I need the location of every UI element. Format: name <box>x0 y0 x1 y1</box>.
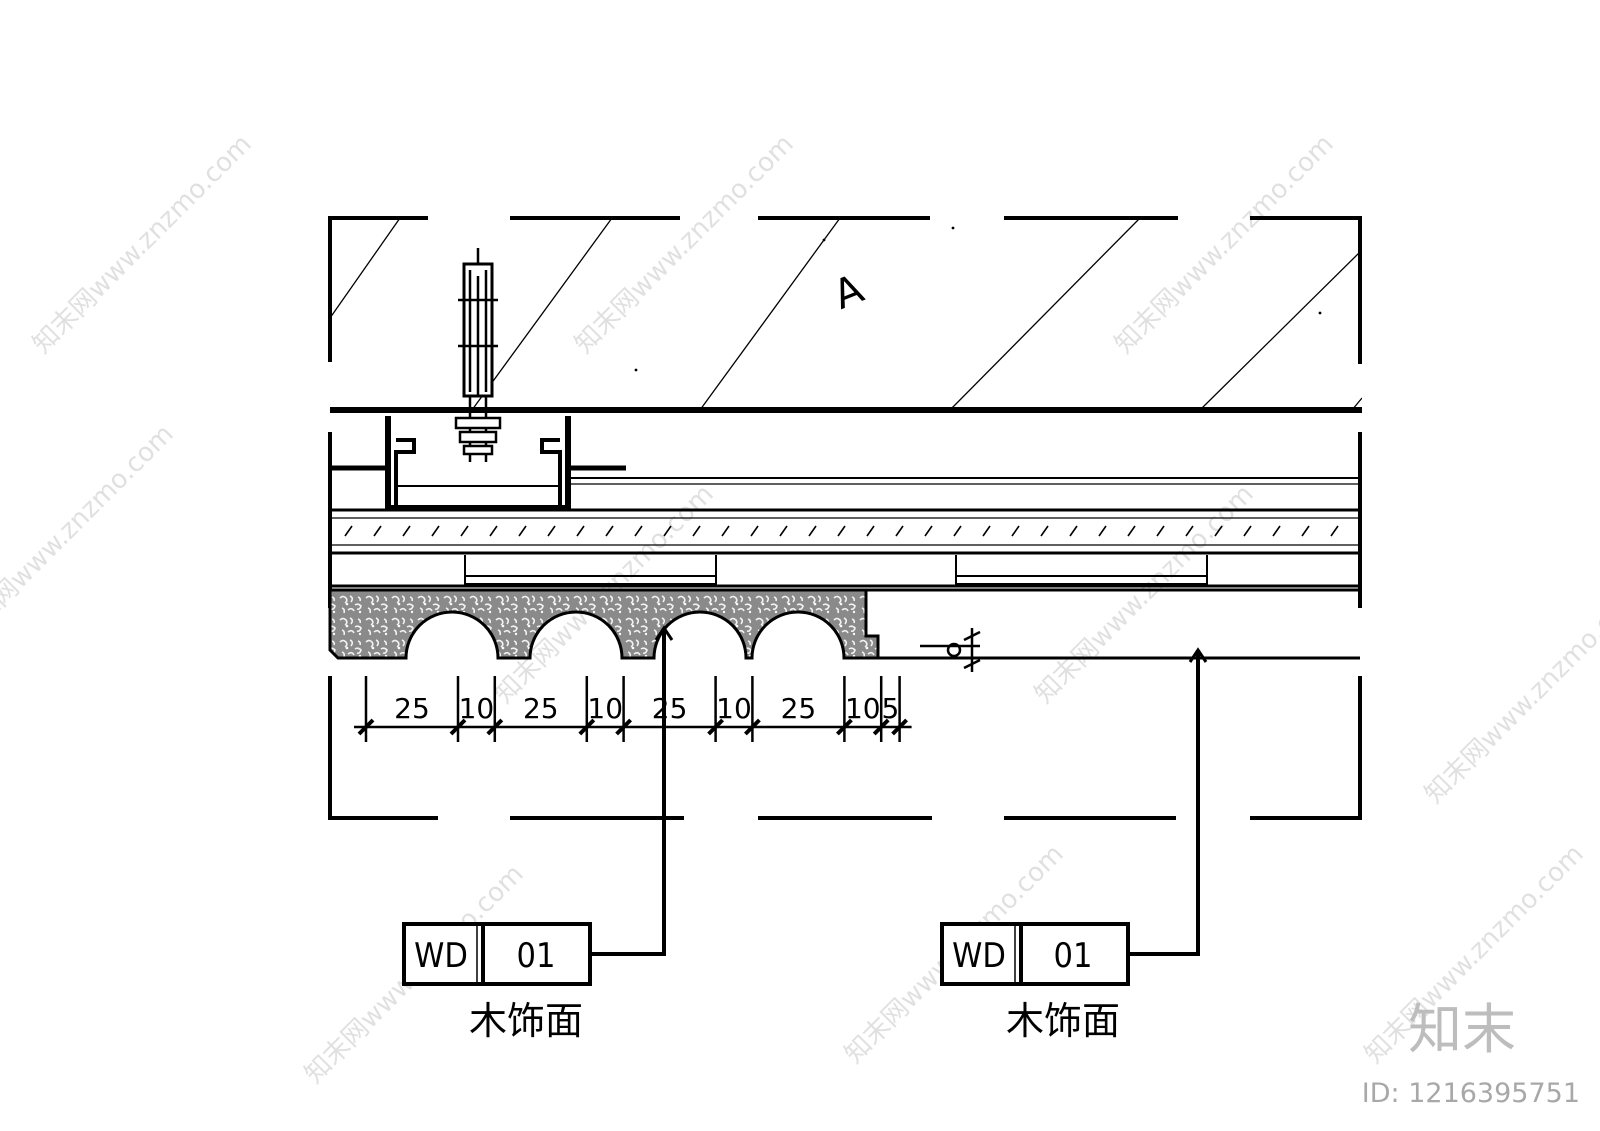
board-tick <box>779 525 788 537</box>
dimension-tick <box>615 718 633 736</box>
board-tick <box>1272 525 1281 537</box>
board-tick <box>576 525 585 537</box>
board-tick <box>547 525 556 537</box>
material-code-right: WD <box>952 936 1006 976</box>
board-tick <box>1098 525 1107 537</box>
dimension-label: 10 <box>716 692 752 725</box>
watermark-text: 知末网www.znzmo.com <box>1419 579 1600 810</box>
board-tick <box>518 525 527 537</box>
dimension-label: 25 <box>652 692 688 725</box>
board-tick <box>1214 525 1223 537</box>
furring-strips <box>464 555 1208 586</box>
concrete-slab-hatch <box>330 218 1362 410</box>
board-tick <box>1069 525 1078 537</box>
material-number-left: 01 <box>517 936 556 976</box>
dimension-tick <box>357 718 375 736</box>
board-tick <box>489 525 498 537</box>
board-tick <box>431 525 440 537</box>
board-tick <box>373 525 382 537</box>
board-tick <box>634 525 643 537</box>
board-tick <box>953 525 962 537</box>
dimension-label: 10 <box>587 692 623 725</box>
board-tick <box>344 525 353 537</box>
clip-detail <box>920 628 981 672</box>
callout-tag-right: WD 01 木饰面 <box>940 922 1130 1043</box>
callout-tag-left: WD 01 木饰面 <box>402 922 592 1043</box>
brand-logo: 知末 <box>1408 998 1516 1061</box>
dimension-label: 5 <box>881 692 899 725</box>
board-tick <box>1330 525 1339 537</box>
board-tick <box>837 525 846 537</box>
material-note-right: 木饰面 <box>1006 999 1120 1043</box>
board-tick <box>982 525 991 537</box>
board-hatch <box>344 525 1339 537</box>
dimension-tick <box>449 718 467 736</box>
material-number-right: 01 <box>1054 936 1093 976</box>
watermark-text: 知末网www.znzmo.com <box>1109 129 1340 360</box>
board-tick <box>663 525 672 537</box>
board-tick <box>402 525 411 537</box>
steel-channel <box>330 416 626 511</box>
board-tick <box>1185 525 1194 537</box>
board-tick <box>808 525 817 537</box>
dimension-tick <box>578 718 596 736</box>
board-tick <box>924 525 933 537</box>
board-tick <box>866 525 875 537</box>
board-tick <box>721 525 730 537</box>
scalloped-wood-panel <box>328 588 880 660</box>
watermark-text: 知末网www.znzmo.com <box>0 419 180 650</box>
dimension-tick <box>835 718 853 736</box>
hatch-letter: A <box>827 266 870 319</box>
dimension-label: 25 <box>394 692 430 725</box>
watermark-text: 知末网www.znzmo.com <box>27 129 258 360</box>
panel-edge-step <box>866 588 1360 660</box>
board-tick <box>1011 525 1020 537</box>
hatch-dots <box>634 226 1322 372</box>
asset-id: ID: 1216395751 <box>1362 1078 1580 1109</box>
board-tick <box>750 525 759 537</box>
dimension-tick <box>486 718 504 736</box>
dimension-label: 25 <box>781 692 817 725</box>
dimension-label: 10 <box>459 692 495 725</box>
watermark-text: 知末网www.znzmo.com <box>569 129 800 360</box>
dimension-label: 10 <box>845 692 881 725</box>
board-tick <box>692 525 701 537</box>
anchor-bolt <box>454 248 502 462</box>
material-note-left: 木饰面 <box>469 999 583 1043</box>
dimension-tick <box>891 718 909 736</box>
board-tick <box>895 525 904 537</box>
leader-lines <box>590 625 1208 956</box>
board-tick <box>1156 525 1165 537</box>
board-tick <box>1127 525 1136 537</box>
board-tick <box>1301 525 1310 537</box>
board-tick <box>1040 525 1049 537</box>
dimension-tick <box>707 718 725 736</box>
board-tick <box>1243 525 1252 537</box>
section-frame <box>328 216 1362 820</box>
watermark-text: 知末网www.znzmo.com <box>1029 479 1260 710</box>
dimension-tick <box>872 718 890 736</box>
board-tick <box>460 525 469 537</box>
board-tick <box>605 525 614 537</box>
dimension-label: 25 <box>523 692 559 725</box>
dimension-tick <box>743 718 761 736</box>
layer-lines <box>330 477 1360 588</box>
material-code-left: WD <box>414 936 468 976</box>
